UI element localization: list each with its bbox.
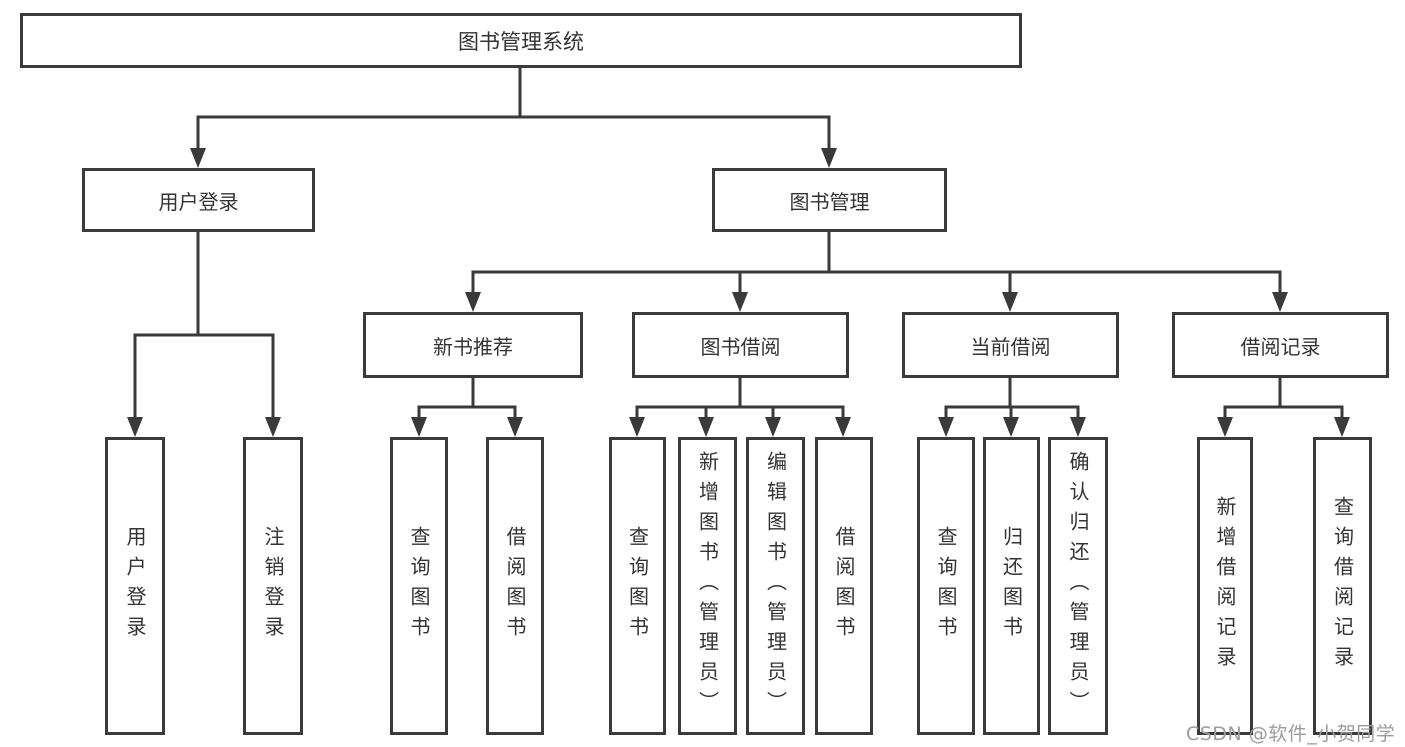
leaf-return-books: 归还图书 <box>983 437 1040 735</box>
arrow-down-icon <box>698 417 714 437</box>
leaf-query-books-borrow: 查询图书 <box>609 437 666 735</box>
arrow-down-icon <box>1217 417 1233 437</box>
arrow-down-icon <box>938 417 954 437</box>
leaf-logout-label: 注销登录 <box>261 526 285 646</box>
arrow-down-icon <box>1272 292 1288 312</box>
node-library-system: 图书管理系统 <box>20 13 1022 68</box>
leaf-borrow-books-recommend: 借阅图书 <box>486 437 544 735</box>
arrow-down-icon <box>411 417 427 437</box>
node-user-login: 用户登录 <box>82 168 315 232</box>
leaf-logout: 注销登录 <box>243 437 303 735</box>
leaf-query-books-current-label: 查询图书 <box>934 526 958 646</box>
leaf-edit-books-admin: 编辑图书（管理员） <box>746 437 805 735</box>
arrow-down-icon <box>1003 417 1019 437</box>
leaf-borrow-books-recommend-label: 借阅图书 <box>503 526 527 646</box>
arrow-down-icon <box>465 292 481 312</box>
leaf-query-books-borrow-label: 查询图书 <box>625 526 650 646</box>
leaf-edit-books-admin-label: 编辑图书（管理员） <box>763 451 788 721</box>
leaf-query-borrow-record: 查询借阅记录 <box>1313 437 1372 735</box>
leaf-add-borrow-record: 新增借阅记录 <box>1197 437 1253 735</box>
arrow-down-icon <box>821 148 837 168</box>
leaf-confirm-return-admin: 确认归还（管理员） <box>1048 437 1108 735</box>
leaf-borrow-books-borrow: 借阅图书 <box>815 437 873 735</box>
arrow-down-icon <box>190 148 206 168</box>
arrow-down-icon <box>732 292 748 312</box>
leaf-return-books-label: 归还图书 <box>999 526 1024 646</box>
leaf-query-books-recommend-label: 查询图书 <box>407 526 431 646</box>
leaf-add-books-admin: 新增图书（管理员） <box>678 437 737 735</box>
node-new-book-recommend: 新书推荐 <box>363 312 583 378</box>
leaf-add-borrow-record-label: 新增借阅记录 <box>1213 496 1237 676</box>
leaf-query-borrow-record-label: 查询借阅记录 <box>1330 496 1355 676</box>
leaf-confirm-return-admin-label: 确认归还（管理员） <box>1066 451 1090 721</box>
node-book-borrow: 图书借阅 <box>632 312 849 378</box>
arrow-down-icon <box>835 417 851 437</box>
arrow-down-icon <box>1002 292 1018 312</box>
leaf-add-books-admin-label: 新增图书（管理员） <box>695 451 720 721</box>
leaf-query-books-current: 查询图书 <box>917 437 975 735</box>
arrowhead-icons <box>127 148 1350 437</box>
arrow-down-icon <box>507 417 523 437</box>
csdn-watermark: CSDN @软件_小贺同学 <box>1186 723 1396 745</box>
connector-lines <box>133 66 1344 420</box>
arrow-down-icon <box>765 417 781 437</box>
arrow-down-icon <box>127 417 143 437</box>
arrow-down-icon <box>1334 417 1350 437</box>
node-borrow-records: 借阅记录 <box>1172 312 1389 378</box>
arrow-down-icon <box>265 417 281 437</box>
leaf-user-login-label: 用户登录 <box>123 526 147 646</box>
leaf-user-login: 用户登录 <box>105 437 165 735</box>
leaf-borrow-books-borrow-label: 借阅图书 <box>832 526 856 646</box>
node-current-borrow: 当前借阅 <box>902 312 1119 378</box>
leaf-query-books-recommend: 查询图书 <box>390 437 448 735</box>
arrow-down-icon <box>1070 417 1086 437</box>
arrow-down-icon <box>629 417 645 437</box>
node-book-management: 图书管理 <box>712 168 947 232</box>
